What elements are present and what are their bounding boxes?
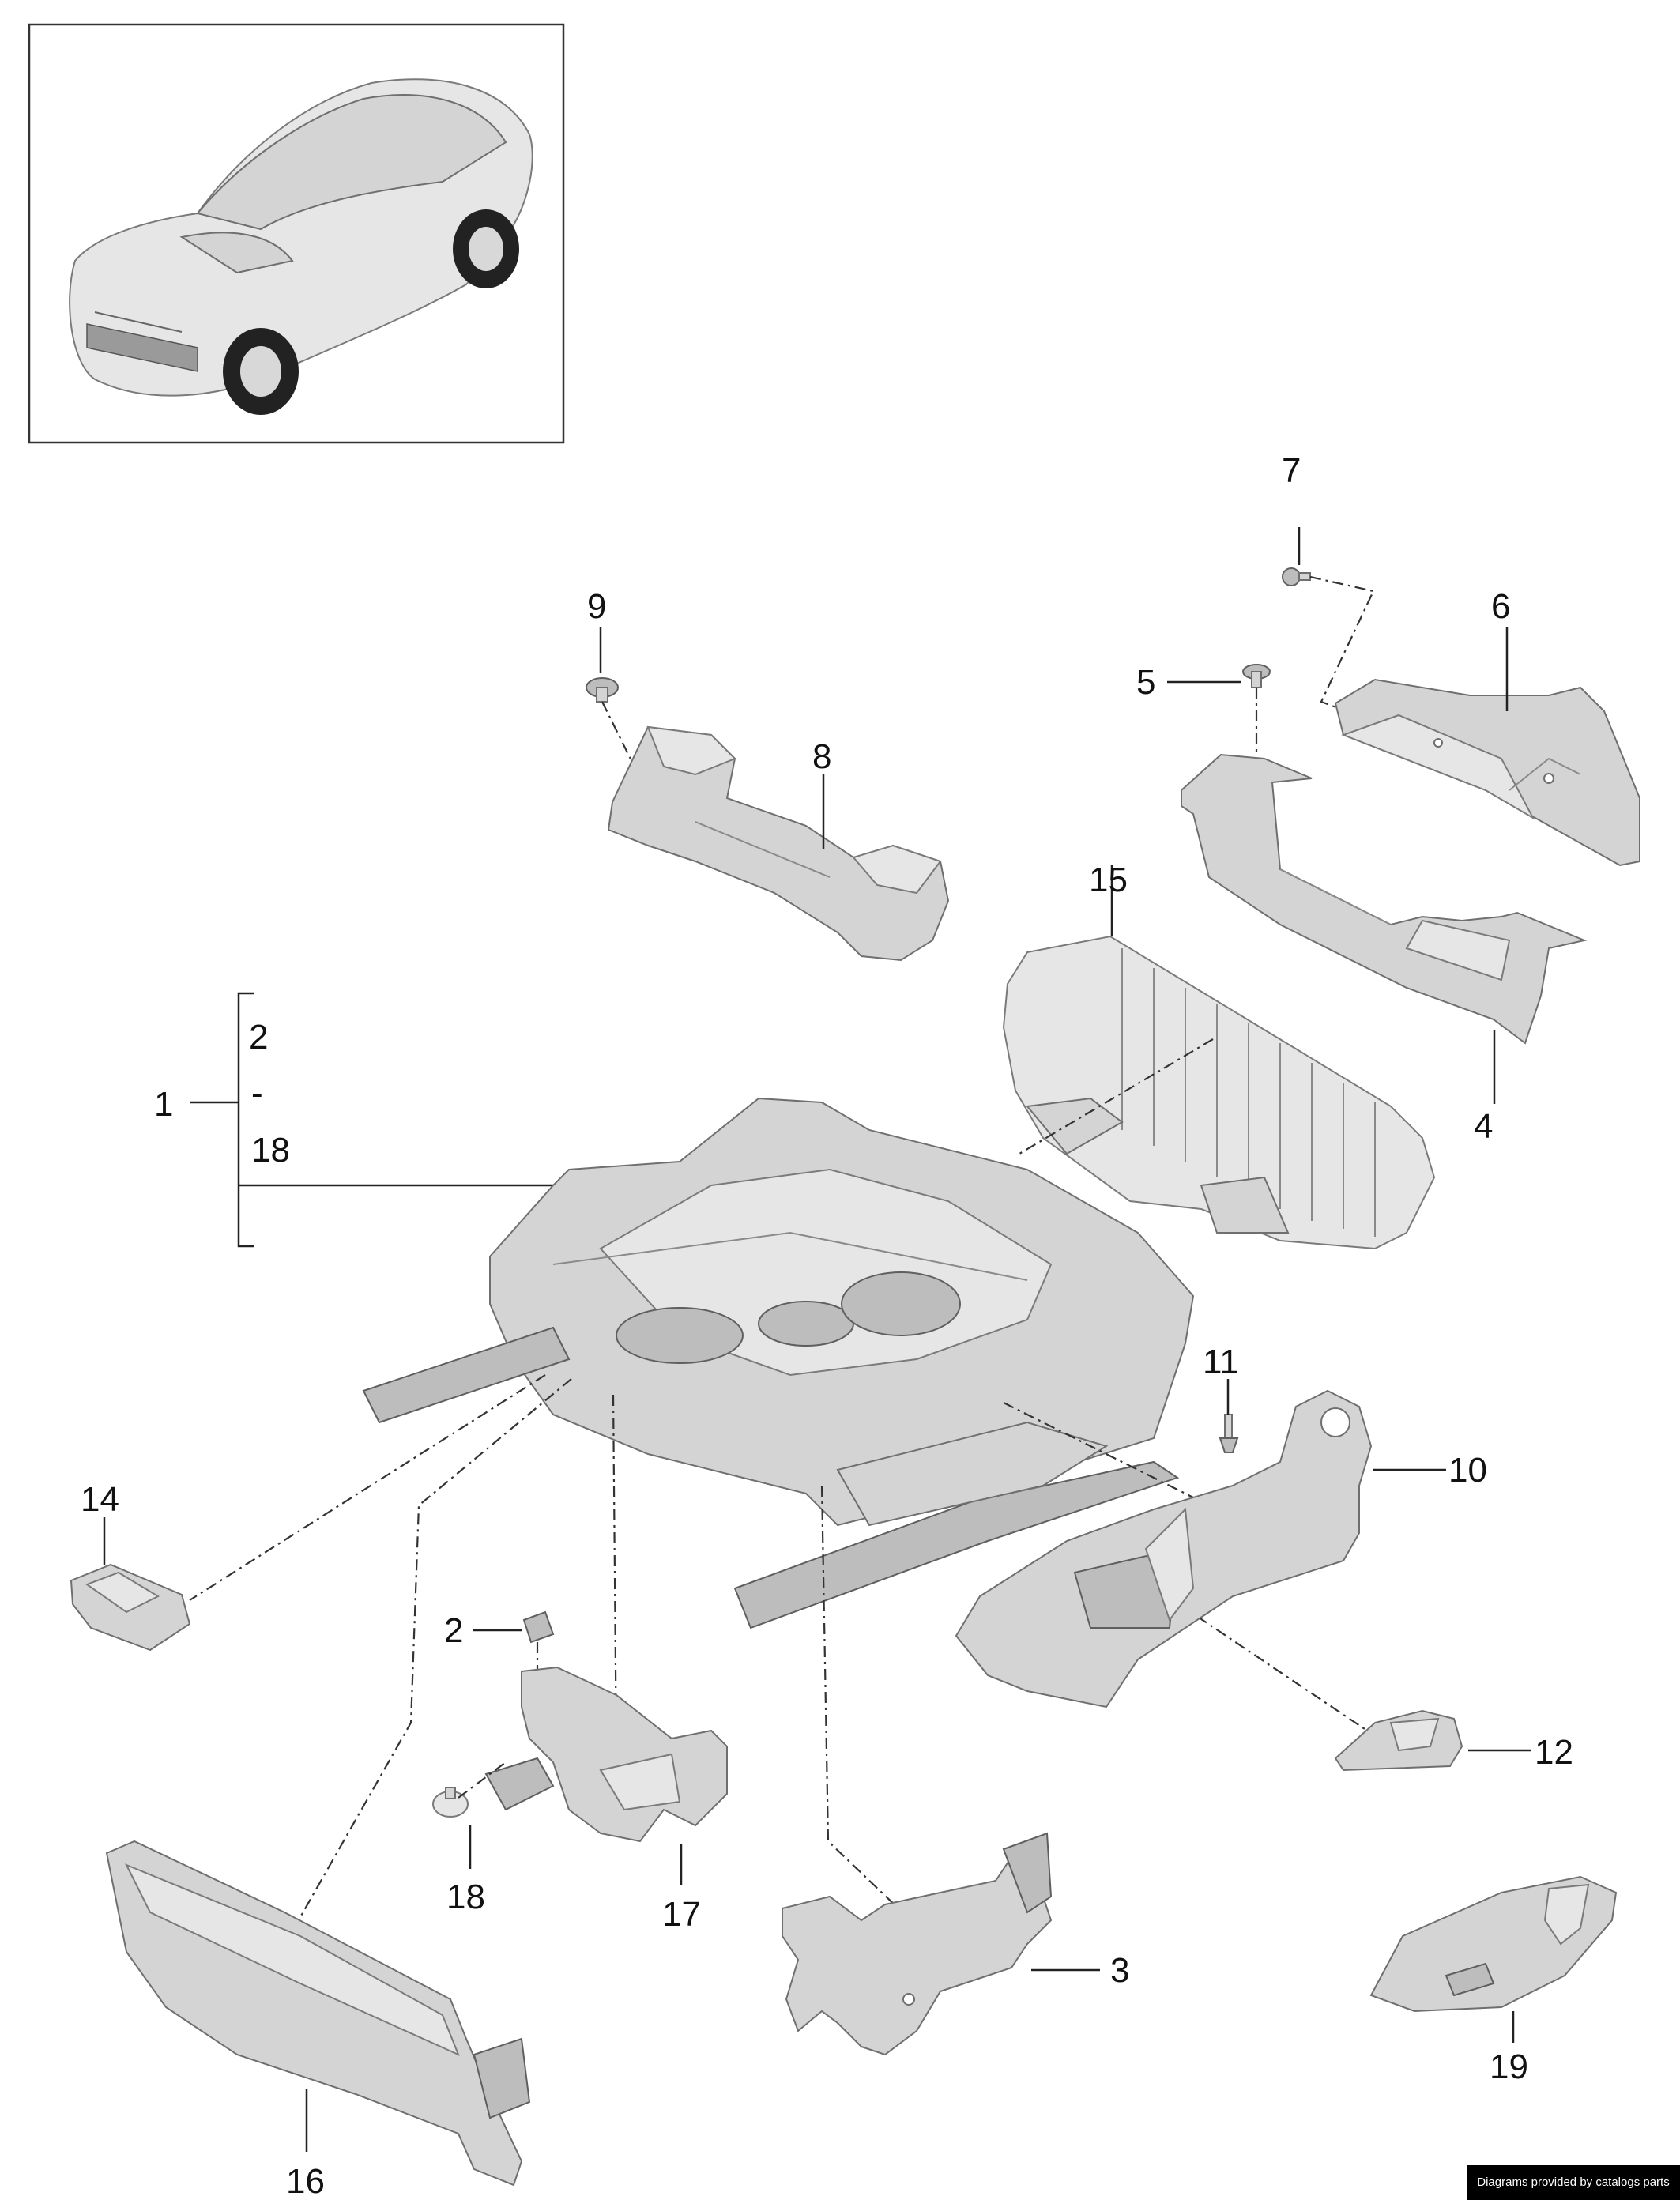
part-1-group-bracket [190, 992, 553, 1248]
callout-3: 3 [1110, 1951, 1129, 1990]
part-16-bar [105, 1840, 531, 2187]
diagram-credit: Diagrams provided by catalogs parts [1467, 2165, 1680, 2200]
part-6-cover [1334, 678, 1640, 867]
part-8-bracket [607, 725, 950, 962]
part-4-bracket [1181, 753, 1588, 1045]
part-7-bolt [1282, 567, 1311, 586]
part-18-pushpin [432, 1787, 469, 1818]
seat-frame-assembly [362, 1097, 1195, 1629]
callout-5: 5 [1136, 663, 1155, 702]
part-2-clip [522, 1610, 555, 1644]
part-19-switch [1369, 1875, 1618, 2013]
callout-18-bottom: 18 [446, 1878, 485, 1916]
callout-7: 7 [1282, 451, 1301, 490]
callout-16: 16 [286, 2162, 325, 2200]
part-5-screw [1242, 664, 1271, 688]
part-12-cap [1334, 1709, 1463, 1772]
callout-8: 8 [812, 737, 831, 776]
part-9-clip [586, 677, 619, 703]
callout-11: 11 [1203, 1343, 1239, 1381]
callout-labels: 7 9 6 5 8 15 2 1 - 18 4 11 10 14 2 12 18… [81, 451, 1573, 2200]
callout-17: 17 [662, 1895, 701, 1934]
part-14-cap [70, 1563, 191, 1652]
callout-19: 19 [1490, 2047, 1528, 2086]
callout-range-dash: - [251, 1074, 263, 1113]
callout-4: 4 [1474, 1107, 1493, 1146]
callout-6: 6 [1491, 587, 1510, 626]
part-3-bracket [782, 1832, 1053, 2056]
callout-12: 12 [1535, 1733, 1573, 1772]
callout-10: 10 [1448, 1451, 1487, 1490]
callout-14: 14 [81, 1480, 119, 1519]
callout-9: 9 [587, 587, 606, 626]
callout-2-top: 2 [249, 1018, 268, 1057]
car-illustration [69, 78, 533, 415]
callout-1: 1 [154, 1085, 173, 1124]
callout-2-bottom: 2 [444, 1611, 463, 1650]
callout-15: 15 [1089, 861, 1128, 899]
callout-18-top: 18 [251, 1131, 290, 1170]
part-11-bolt [1219, 1414, 1239, 1453]
part-15-panel [1002, 935, 1436, 1250]
vehicle-thumbnail [28, 23, 565, 444]
part-17-bracket [484, 1666, 728, 1843]
part-10-trim [955, 1389, 1373, 1708]
